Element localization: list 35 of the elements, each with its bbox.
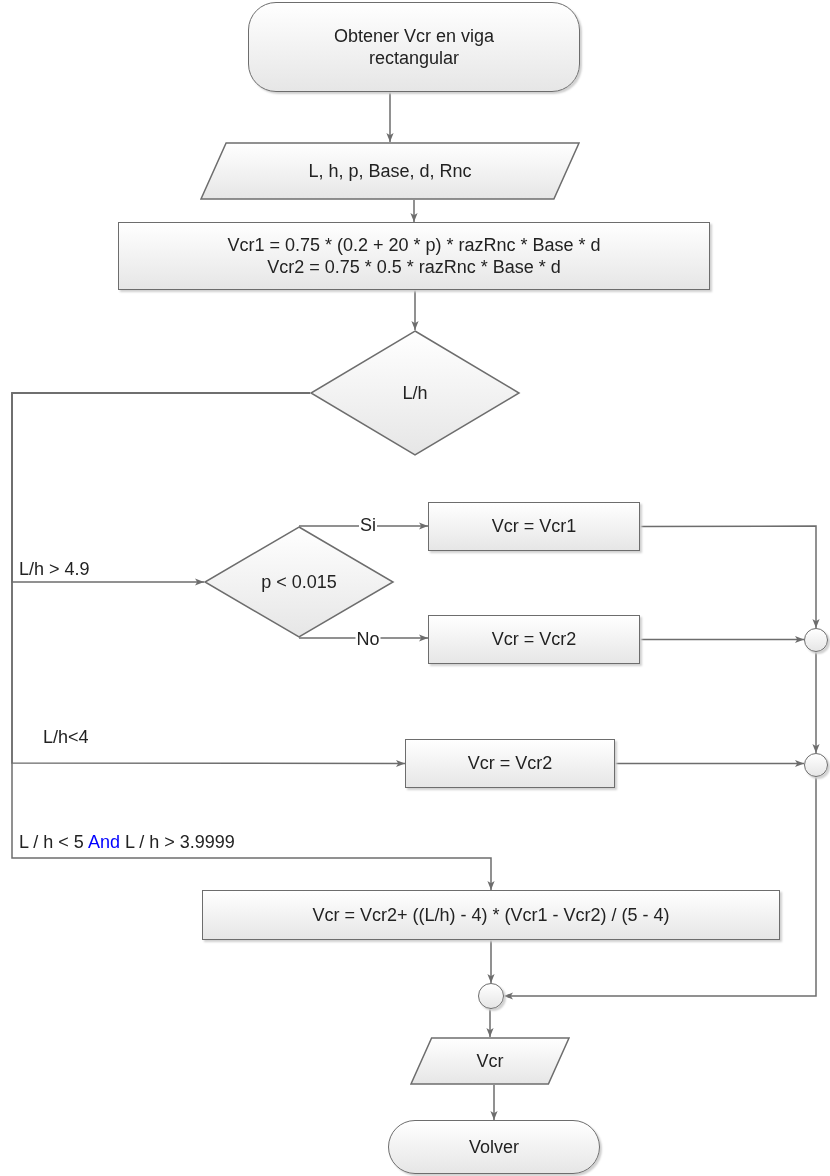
- process-box: [118, 222, 710, 290]
- node-text: Volver: [469, 1135, 519, 1159]
- node-text: Vcr = Vcr2: [467, 752, 553, 775]
- node-text: L/h: [402, 381, 428, 405]
- arrow: [490, 1084, 498, 1121]
- process-box: [202, 890, 780, 940]
- arrow: [639, 525, 820, 629]
- connector-circle: [804, 753, 828, 777]
- arrow: [411, 289, 419, 331]
- arrow: [386, 91, 394, 143]
- node-text: Vcr: [476, 1049, 504, 1073]
- node-text: Vcr = Vcr1: [491, 515, 577, 538]
- arrow: [614, 759, 805, 768]
- arrow: [639, 635, 805, 644]
- node-text: p < 0.015: [261, 570, 337, 594]
- arrow: [410, 199, 418, 223]
- node-text: Vcr = Vcr2+ ((L/h) - 4) * (Vcr1 - Vcr2) / (5 - 4): [312, 903, 670, 927]
- arrow: [487, 939, 495, 984]
- node-text: Vcr2 = 0.75 * 0.5 * razRnc * Base * d: [267, 256, 561, 279]
- node-text: Obtener Vcr en viga rectangular: [332, 24, 496, 70]
- node-text: L, h, p, Base, d, Rnc: [308, 159, 472, 183]
- connector-circle: [478, 983, 504, 1009]
- connector-circle: [804, 628, 828, 652]
- terminal-shape: [388, 1120, 600, 1174]
- process-box: [405, 739, 615, 788]
- arrow: [486, 1008, 494, 1038]
- arrow: [503, 776, 817, 1000]
- arrow: [11, 392, 495, 891]
- node-text: Vcr1 = 0.75 * (0.2 + 20 * p) * razRnc * Base * d: [227, 233, 601, 256]
- process-box: [428, 502, 640, 551]
- arrow: [812, 651, 820, 754]
- node-text: Vcr = Vcr2: [491, 628, 577, 651]
- process-box: [428, 615, 640, 664]
- arrow: [298, 522, 429, 530]
- terminal-shape: [248, 2, 580, 92]
